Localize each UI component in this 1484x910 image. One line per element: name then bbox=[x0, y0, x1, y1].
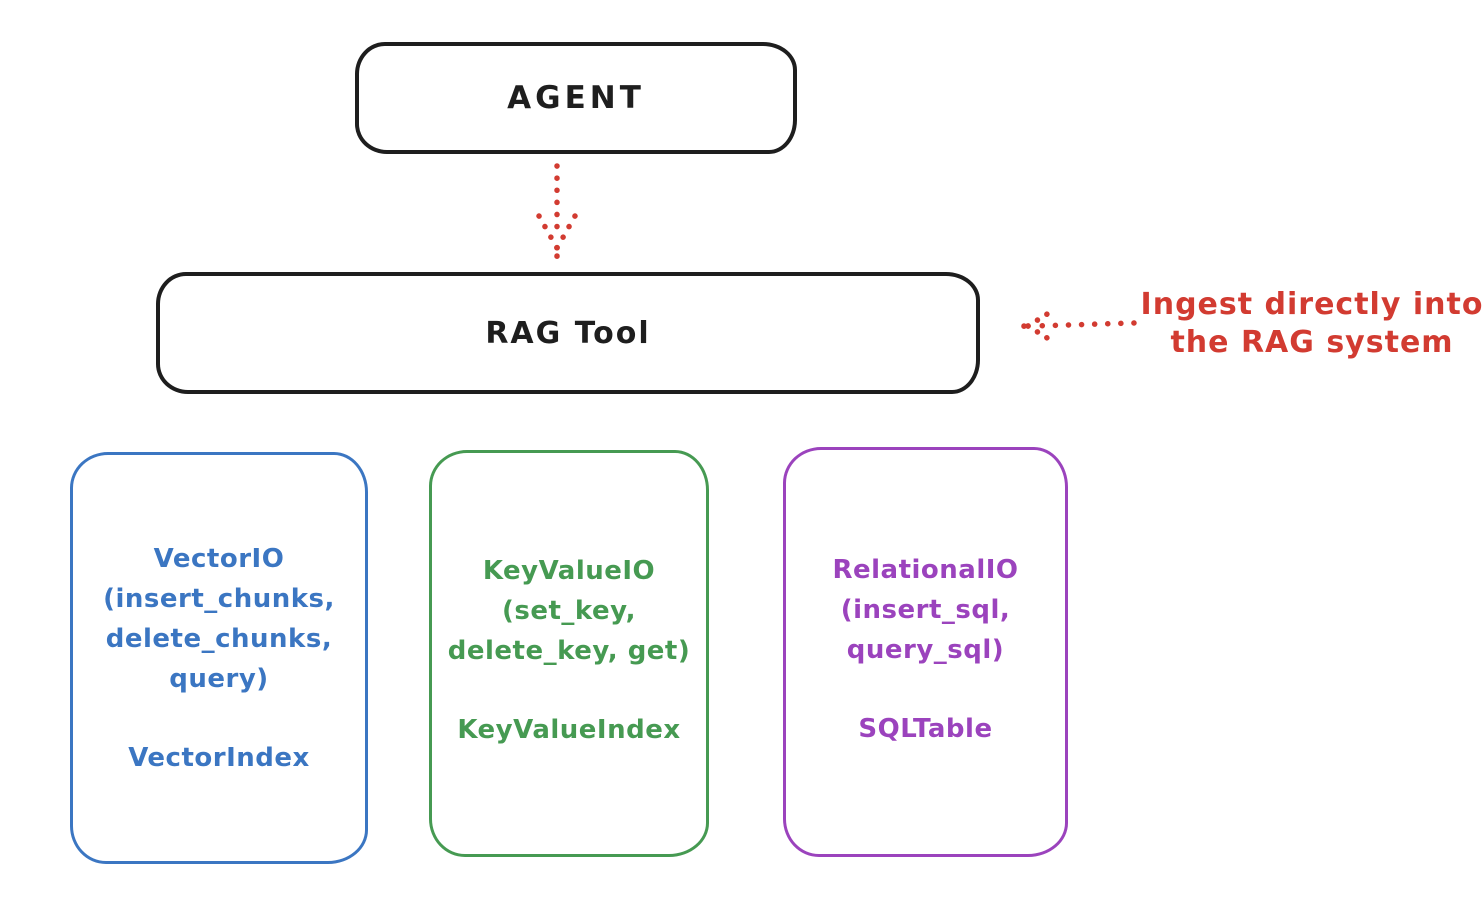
relational-io-box: RelationalIO (insert_sql, query_sql) SQL… bbox=[783, 447, 1068, 857]
storage-line: delete_key, get) bbox=[447, 636, 691, 666]
index-label: KeyValueIndex bbox=[457, 715, 681, 745]
index-label: VectorIndex bbox=[128, 743, 310, 773]
storage-line: delete_chunks, bbox=[105, 624, 333, 654]
agent-label: AGENT bbox=[507, 80, 645, 116]
storage-line: RelationalIO bbox=[832, 555, 1019, 585]
storage-line: query) bbox=[169, 664, 269, 694]
rag-tool-box: RAG Tool bbox=[156, 272, 980, 394]
index-label: SQLTable bbox=[858, 714, 993, 744]
agent-to-rag-dotted-arrow bbox=[536, 163, 578, 259]
storage-line: (set_key, bbox=[502, 596, 636, 626]
storage-line: (insert_sql, bbox=[840, 595, 1011, 625]
storage-line: query_sql) bbox=[846, 635, 1005, 665]
ingest-annotation-line2: the RAG system bbox=[1170, 325, 1454, 360]
storage-line: KeyValueIO bbox=[482, 556, 656, 586]
rag-tool-label: RAG Tool bbox=[485, 315, 651, 351]
relational-io-text: RelationalIO (insert_sql, query_sql) SQL… bbox=[786, 450, 1065, 749]
storage-line: (insert_chunks, bbox=[103, 584, 335, 614]
agent-box: AGENT bbox=[355, 42, 797, 154]
vector-io-text: VectorIO (insert_chunks, delete_chunks, … bbox=[73, 455, 365, 778]
storage-line: VectorIO bbox=[153, 544, 285, 574]
ingest-dotted-arrow bbox=[1021, 308, 1137, 344]
ingest-annotation-line1: Ingest directly into bbox=[1140, 287, 1484, 322]
key-value-io-text: KeyValueIO (set_key, delete_key, get) Ke… bbox=[432, 453, 706, 750]
ingest-annotation: Ingest directly into the RAG system bbox=[1140, 286, 1484, 362]
vector-io-box: VectorIO (insert_chunks, delete_chunks, … bbox=[70, 452, 368, 864]
key-value-io-box: KeyValueIO (set_key, delete_key, get) Ke… bbox=[429, 450, 709, 857]
